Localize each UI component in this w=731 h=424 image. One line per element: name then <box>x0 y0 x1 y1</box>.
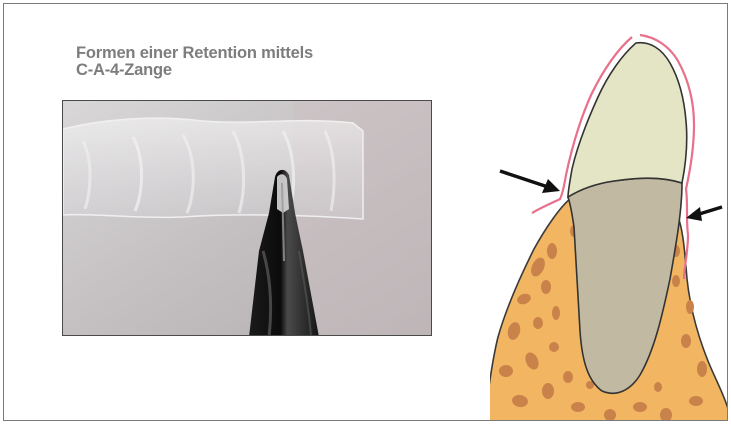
arrow-right-icon <box>686 207 722 221</box>
photo-illustration <box>63 101 432 336</box>
tooth-crown <box>568 43 687 197</box>
splint-shape <box>63 118 363 219</box>
figure-frame: Formen einer Retention mittels C-A-4-Zan… <box>3 3 728 421</box>
figure-title: Formen einer Retention mittels C-A-4-Zan… <box>76 45 313 79</box>
tooth-cross-section-diagram <box>490 31 728 421</box>
arrow-left-icon <box>500 171 560 193</box>
figure-title-line-2: C-A-4-Zange <box>76 62 313 79</box>
splint-and-pliers-photo <box>62 100 432 336</box>
figure-title-line-1: Formen einer Retention mittels <box>76 45 313 62</box>
